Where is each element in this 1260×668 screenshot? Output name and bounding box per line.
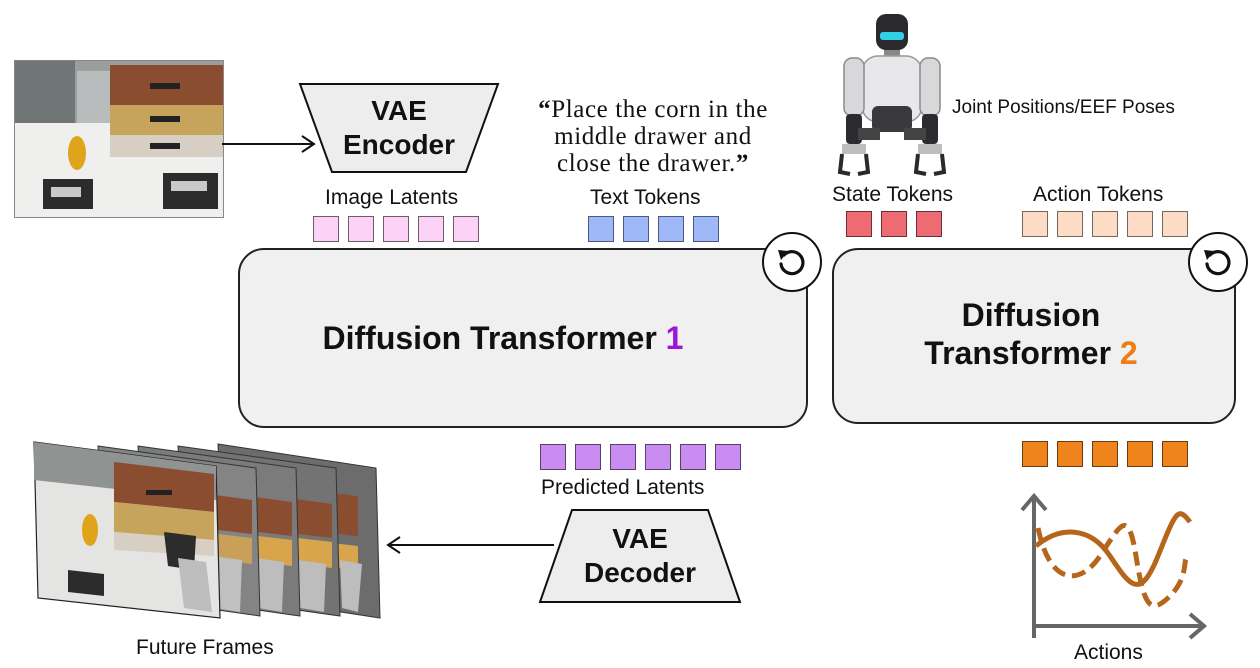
vae-encoder-line1: VAE: [371, 95, 427, 126]
dit1-title: Diffusion Transformer 1: [323, 319, 684, 357]
instruction-line-1: Place the corn in the: [551, 96, 768, 123]
predicted-latent-token: [645, 444, 671, 470]
predicted-latent-token: [540, 444, 566, 470]
vae-decoder-line2: Decoder: [583, 557, 697, 588]
predicted-latent-token: [575, 444, 601, 470]
action-token: [1162, 211, 1188, 237]
diffusion-transformer-2: Diffusion Transformer 2: [832, 248, 1236, 424]
open-quote: “: [538, 96, 552, 123]
text-token: [623, 216, 649, 242]
refresh-loop-icon: [762, 232, 822, 292]
vae-decoder-line1: VAE: [612, 523, 668, 554]
image-latent-token: [348, 216, 374, 242]
image-latent-token: [313, 216, 339, 242]
predicted-latent-tokens: [540, 444, 741, 470]
image-latent-token: [418, 216, 444, 242]
text-tokens: [588, 216, 719, 242]
future-frame: [33, 441, 221, 619]
action-tokens-label: Action Tokens: [1033, 183, 1164, 206]
dit1-number: 1: [665, 320, 684, 356]
dit2-title: Diffusion Transformer 2: [924, 296, 1137, 372]
predicted-latent-token: [680, 444, 706, 470]
action-token: [1057, 211, 1083, 237]
humanoid-robot-icon: [836, 10, 948, 180]
arrow-decoder-to-frames: [386, 536, 554, 554]
state-token: [881, 211, 907, 237]
vae-decoder: VAE Decoder: [538, 508, 742, 604]
future-frames-label: Future Frames: [136, 636, 274, 659]
image-latent-token: [383, 216, 409, 242]
predicted-latents-label: Predicted Latents: [541, 476, 705, 499]
refresh-loop-icon: [1188, 232, 1248, 292]
arrow-image-to-encoder: [222, 135, 316, 153]
text-token: [658, 216, 684, 242]
vae-encoder-line2: Encoder: [342, 129, 456, 160]
output-action-token: [1092, 441, 1118, 467]
output-action-token: [1057, 441, 1083, 467]
action-token: [1092, 211, 1118, 237]
input-camera-image: [14, 60, 224, 218]
action-curve-solid: [1034, 511, 1192, 587]
text-token: [588, 216, 614, 242]
action-tokens: [1022, 211, 1188, 237]
action-token: [1022, 211, 1048, 237]
language-instruction: “Place the corn in the middle drawer and…: [508, 96, 798, 177]
image-latent-tokens: [313, 216, 479, 242]
output-action-token: [1127, 441, 1153, 467]
actions-label: Actions: [1074, 641, 1143, 664]
state-token: [846, 211, 872, 237]
dit1-title-text: Diffusion Transformer: [322, 320, 666, 356]
dit2-number: 2: [1119, 335, 1138, 371]
state-tokens: [846, 211, 942, 237]
output-action-token: [1022, 441, 1048, 467]
text-token: [693, 216, 719, 242]
predicted-latent-token: [610, 444, 636, 470]
text-tokens-label: Text Tokens: [590, 186, 701, 209]
dit2-title-line2: Transformer: [924, 335, 1120, 371]
instruction-line-2: middle drawer and: [554, 123, 752, 150]
image-latents-label: Image Latents: [325, 186, 459, 209]
close-quote: ”: [735, 150, 749, 177]
predicted-latent-token: [715, 444, 741, 470]
action-token: [1127, 211, 1153, 237]
robot-state-label: Joint Positions/EEF Poses: [952, 97, 1175, 118]
vae-encoder: VAE Encoder: [298, 82, 500, 174]
image-latent-token: [453, 216, 479, 242]
action-curve-dashed: [1035, 523, 1189, 609]
output-action-tokens: [1022, 441, 1188, 467]
actions-plot: [1010, 486, 1216, 646]
output-action-token: [1162, 441, 1188, 467]
dit2-title-line1: Diffusion: [961, 297, 1101, 333]
instruction-line-3: close the drawer.: [557, 150, 736, 177]
future-frames-stack: [28, 440, 388, 620]
state-tokens-label: State Tokens: [832, 183, 954, 206]
diffusion-transformer-1: Diffusion Transformer 1: [238, 248, 808, 428]
state-token: [916, 211, 942, 237]
